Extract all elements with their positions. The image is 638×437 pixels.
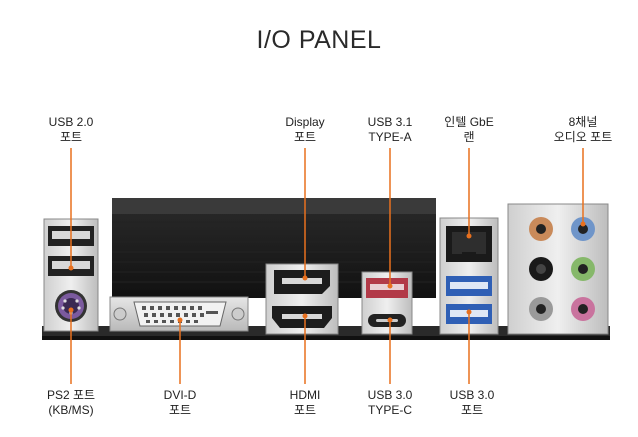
leader-dot-usb30 bbox=[466, 309, 472, 315]
leader-dot-hdmi bbox=[302, 313, 308, 319]
leader-dot-ps2 bbox=[68, 307, 74, 313]
leader-dot-usb31 bbox=[387, 283, 393, 289]
leader-dot-audio bbox=[580, 221, 586, 227]
leader-dot-usb30c bbox=[387, 317, 393, 323]
leader-dot-gbe bbox=[466, 233, 472, 239]
audio-ports bbox=[507, 203, 609, 335]
display-hdmi-stack bbox=[265, 263, 339, 335]
page-title: I/O PANEL bbox=[256, 26, 382, 54]
leader-dot-display bbox=[302, 275, 308, 281]
leader-lines bbox=[70, 148, 584, 384]
usb31-typea-typec-stack bbox=[361, 271, 413, 335]
ps2-port bbox=[55, 290, 87, 322]
leader-dot-dvid bbox=[177, 317, 183, 323]
dvid-port bbox=[109, 296, 249, 332]
label-ps2: PS2 포트(KB/MS) bbox=[46, 388, 96, 417]
leader-dot-usb20 bbox=[68, 265, 74, 271]
